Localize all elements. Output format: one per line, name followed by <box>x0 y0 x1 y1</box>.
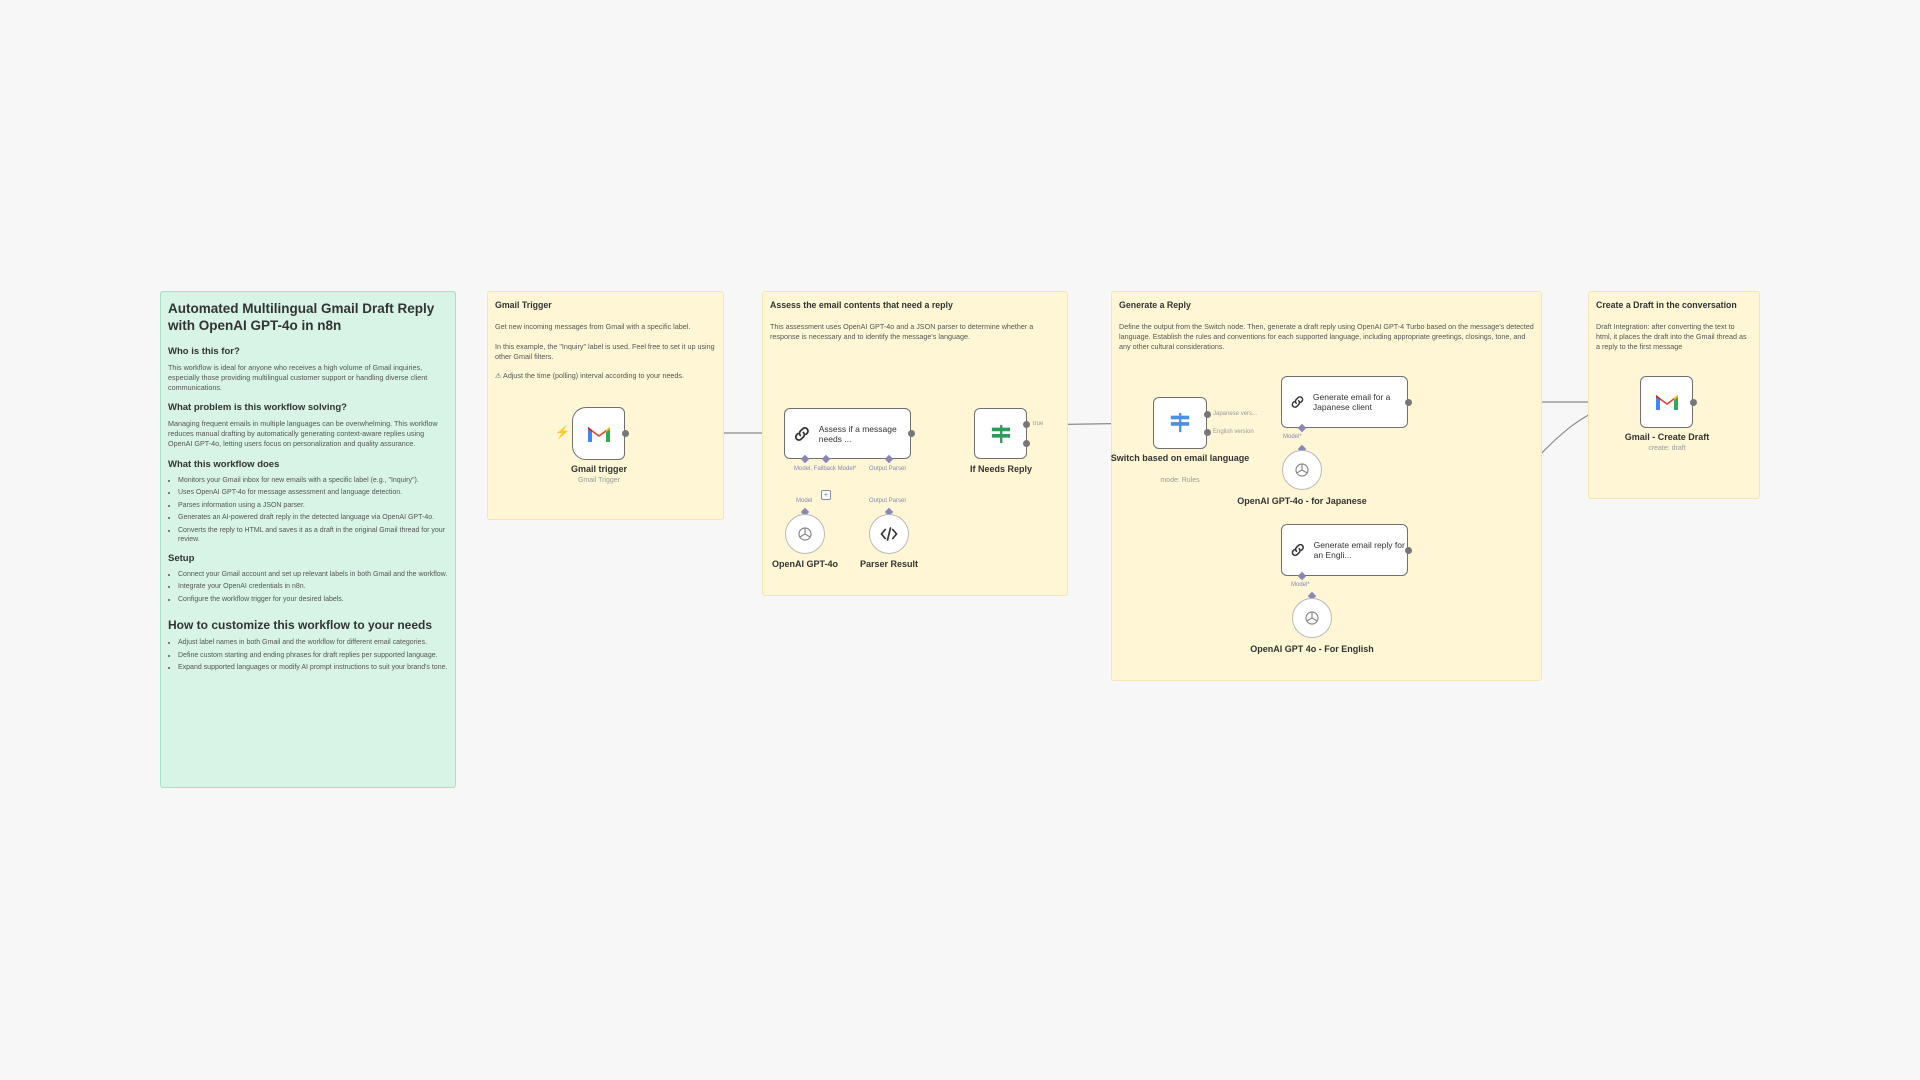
node-label: Gmail trigger <box>570 464 627 474</box>
overview-setup-heading: Setup <box>168 552 195 564</box>
node-generate-english[interactable]: Generate email reply for an Engli... <box>1281 524 1408 576</box>
sticky-text: ⚠ Adjust the time (polling) interval acc… <box>495 371 685 381</box>
sticky-title: Create a Draft in the conversation <box>1596 300 1737 310</box>
overview-setup-list: Connect your Gmail account and set up re… <box>168 570 448 605</box>
node-assess-message[interactable]: Assess if a message needs ... <box>784 408 911 459</box>
overview-does-list: Monitors your Gmail inbox for new emails… <box>168 476 448 545</box>
output-port[interactable] <box>1405 399 1412 406</box>
node-subtitle: Gmail Trigger <box>577 477 620 484</box>
output-port-true[interactable] <box>1023 421 1030 428</box>
node-label: OpenAI GPT-4o <box>771 559 838 569</box>
node-if-needs-reply[interactable] <box>974 408 1027 459</box>
node-subtitle: create: draft <box>1648 445 1686 452</box>
output-label: Japanese vers... <box>1213 411 1258 417</box>
openai-icon <box>1305 611 1319 625</box>
node-openai-english[interactable] <box>1292 598 1332 638</box>
list-item: Define custom starting and ending phrase… <box>178 651 448 661</box>
node-label: Gmail - Create Draft <box>1624 432 1710 442</box>
gmail-icon <box>587 426 610 442</box>
node-parser-result[interactable] <box>869 514 909 554</box>
node-label: Generate email for a Japanese client <box>1312 392 1391 412</box>
overview-does-heading: What this workflow does <box>168 458 280 470</box>
node-label: OpenAI GPT 4o - For English <box>1250 644 1374 654</box>
node-gmail-trigger[interactable] <box>572 407 625 460</box>
node-label: OpenAI GPT-4o - for Japanese <box>1237 496 1367 506</box>
sticky-note-gmail-trigger[interactable]: Gmail Trigger Get new incoming messages … <box>487 291 724 520</box>
code-icon <box>880 527 898 541</box>
output-port-english[interactable] <box>1204 429 1211 436</box>
output-label: true <box>1033 421 1044 427</box>
overview-problem-text: Managing frequent emails in multiple lan… <box>168 419 438 448</box>
sticky-title: Assess the email contents that need a re… <box>770 300 953 310</box>
overview-title: Automated Multilingual Gmail Draft Reply… <box>168 301 435 333</box>
trigger-bolt-icon: ⚡ <box>555 425 570 439</box>
output-label: English version <box>1213 429 1254 435</box>
chain-link-icon <box>1291 543 1304 557</box>
sticky-title: Gmail Trigger <box>495 300 552 310</box>
list-item: Adjust label names in both Gmail and the… <box>178 638 448 648</box>
sticky-text: Define the output from the Switch node. … <box>1119 322 1534 351</box>
sticky-title: Generate a Reply <box>1119 300 1191 310</box>
openai-icon <box>1295 463 1309 477</box>
output-port[interactable] <box>622 430 629 437</box>
node-label: Assess if a message needs ... <box>818 423 897 444</box>
port-label: Output Parser <box>869 466 907 472</box>
list-item: Converts the reply to HTML and saves it … <box>178 526 448 545</box>
node-subtitle: mode: Rules <box>1160 477 1200 484</box>
port-label: Model <box>796 498 813 504</box>
list-item: Uses OpenAI GPT-4o for message assessmen… <box>178 488 448 498</box>
list-item: Expand supported languages or modify AI … <box>178 663 448 673</box>
port-label: Model, Fallback Model* <box>794 466 857 472</box>
switch-icon <box>1170 412 1190 433</box>
sticky-text: In this example, the "Inquiry" label is … <box>495 341 715 361</box>
gmail-icon <box>1655 395 1678 410</box>
sticky-text: This assessment uses OpenAI GPT-4o and a… <box>770 322 1034 341</box>
node-openai-gpt4o[interactable] <box>785 514 825 554</box>
list-item: Monitors your Gmail inbox for new emails… <box>178 476 448 486</box>
node-label: Parser Result <box>859 559 919 569</box>
list-item: Generates an AI-powered draft reply in t… <box>178 513 448 523</box>
list-item: Integrate your OpenAI credentials in n8n… <box>178 582 448 592</box>
list-item: Configure the workflow trigger for your … <box>178 595 448 605</box>
node-label: Generate email reply for an Engli... <box>1313 540 1405 560</box>
sticky-note-overview[interactable]: Automated Multilingual Gmail Draft Reply… <box>160 291 456 788</box>
overview-who-heading: Who is this for? <box>168 346 240 357</box>
output-port-japanese[interactable] <box>1204 411 1211 418</box>
port-label: Model* <box>1291 582 1310 588</box>
port-label: Output Parser <box>869 498 907 504</box>
node-label: Switch based on email language <box>1110 453 1250 463</box>
overview-problem-heading: What problem is this workflow solving? <box>168 402 347 414</box>
output-port[interactable] <box>1405 547 1412 554</box>
node-openai-japanese[interactable] <box>1282 450 1322 490</box>
overview-customize-heading: How to customize this workflow to your n… <box>168 618 433 633</box>
overview-who-text: This workflow is ideal for anyone who re… <box>168 363 428 392</box>
node-switch-language[interactable] <box>1153 397 1207 449</box>
output-port-false[interactable] <box>1023 440 1030 447</box>
output-port[interactable] <box>908 430 915 437</box>
sticky-text: Draft Integration: after converting the … <box>1596 322 1747 351</box>
node-label: If Needs Reply <box>969 464 1033 474</box>
output-port[interactable] <box>1690 399 1697 406</box>
sticky-text: Get new incoming messages from Gmail wit… <box>495 322 691 331</box>
add-fallback-model-button[interactable]: + <box>821 490 831 500</box>
port-label: Model* <box>1283 434 1302 440</box>
node-gmail-create-draft[interactable] <box>1640 376 1693 428</box>
chain-link-icon <box>1291 396 1304 408</box>
node-generate-japanese[interactable]: Generate email for a Japanese client <box>1281 376 1408 428</box>
overview-customize-list: Adjust label names in both Gmail and the… <box>168 638 448 673</box>
if-icon <box>991 424 1010 443</box>
list-item: Connect your Gmail account and set up re… <box>178 570 448 580</box>
chain-link-icon <box>794 426 809 441</box>
openai-icon <box>798 527 812 541</box>
list-item: Parses information using a JSON parser. <box>178 501 448 511</box>
